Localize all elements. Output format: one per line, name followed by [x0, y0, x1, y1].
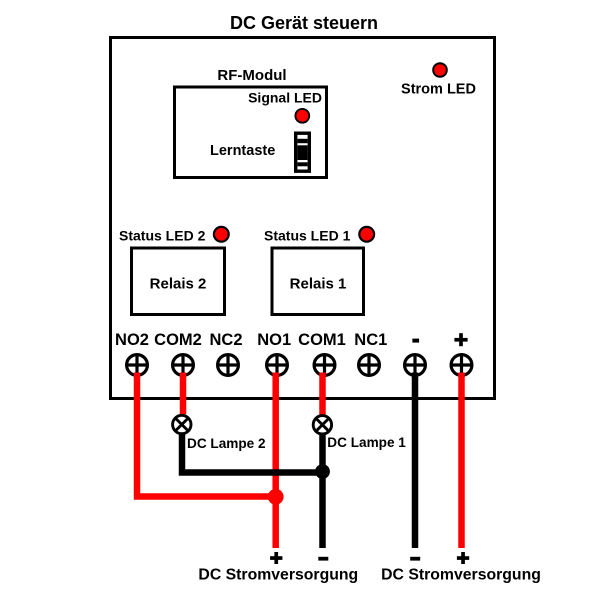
svg-text:NO1: NO1: [257, 331, 291, 349]
svg-text:DC Stromversorgung: DC Stromversorgung: [381, 567, 541, 584]
svg-text:Signal LED: Signal LED: [248, 89, 322, 105]
svg-text:COM1: COM1: [298, 331, 346, 349]
svg-text:COM2: COM2: [154, 331, 202, 349]
svg-text:DC Stromversorgung: DC Stromversorgung: [198, 567, 358, 584]
svg-text:Status LED 2: Status LED 2: [119, 228, 206, 244]
svg-text:Lerntaste: Lerntaste: [210, 143, 275, 159]
svg-text:NC1: NC1: [354, 331, 387, 349]
svg-text:Status LED 1: Status LED 1: [264, 228, 351, 244]
svg-text:Strom LED: Strom LED: [401, 82, 476, 98]
svg-text:DC Lampe 2: DC Lampe 2: [187, 436, 266, 451]
svg-text:Relais 2: Relais 2: [150, 276, 207, 293]
svg-text:DC Lampe 1: DC Lampe 1: [327, 435, 406, 450]
svg-text:RF-Modul: RF-Modul: [217, 67, 286, 84]
svg-text:NO2: NO2: [115, 331, 149, 349]
svg-text:Relais 1: Relais 1: [290, 276, 347, 293]
svg-text:DC Gerät steuern: DC Gerät steuern: [230, 13, 378, 33]
svg-text:NC2: NC2: [209, 331, 242, 349]
